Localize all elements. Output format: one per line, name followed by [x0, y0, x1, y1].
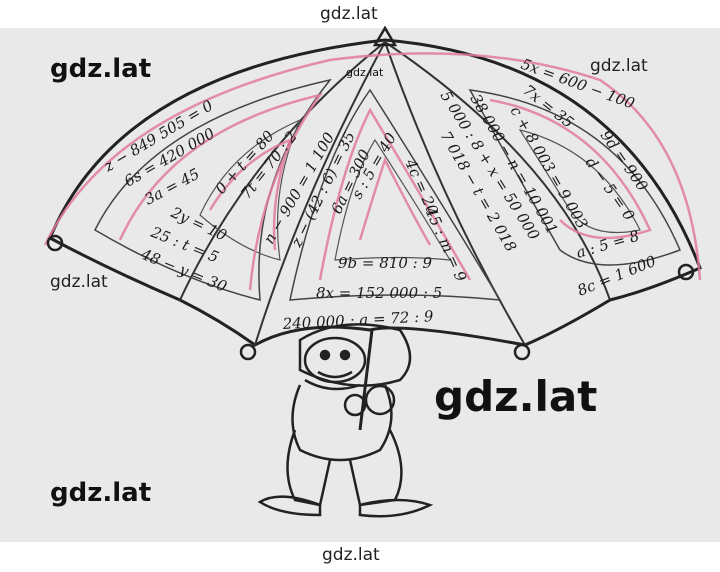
watermark-right-upper: gdz.lat — [590, 56, 648, 76]
clown-figure — [257, 323, 434, 518]
equation-e15: 9b = 810 : 9 — [338, 254, 432, 272]
watermark-left-middle: gdz.lat — [50, 272, 108, 292]
watermark-top: gdz.lat — [320, 4, 378, 24]
umbrella-canopy — [48, 38, 702, 347]
watermark-right-large: gdz.lat — [434, 372, 598, 421]
equation-e16: 8x = 152 000 : 5 — [316, 284, 442, 302]
watermark-left-upper: gdz.lat — [50, 54, 152, 84]
watermark-center-small: gdz.lat — [346, 66, 384, 79]
watermark-bottom: gdz.lat — [322, 545, 380, 565]
maze-path — [43, 52, 702, 291]
watermark-left-lower: gdz.lat — [50, 478, 152, 508]
